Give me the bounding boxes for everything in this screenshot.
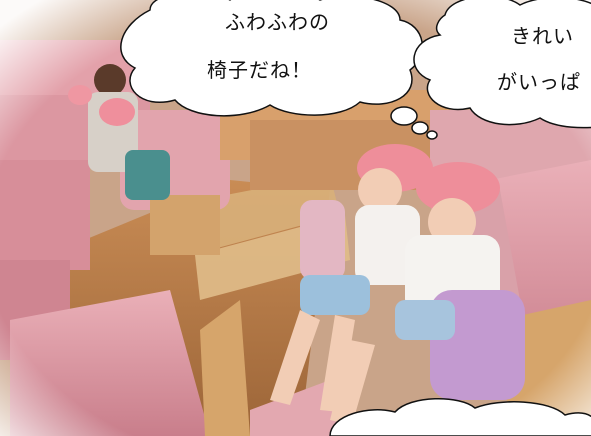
bubble-left-line2: 椅子だね！ <box>207 58 312 82</box>
bubble-right-line1: きれい <box>511 24 574 48</box>
bubble-left-line1: ふわふわの <box>225 10 330 34</box>
speech-bubble-left <box>120 0 438 140</box>
bubble-right-line2: がいっぱ <box>497 70 581 94</box>
speech-bubble-bottom <box>329 398 591 436</box>
speech-bubble-right <box>413 0 591 129</box>
